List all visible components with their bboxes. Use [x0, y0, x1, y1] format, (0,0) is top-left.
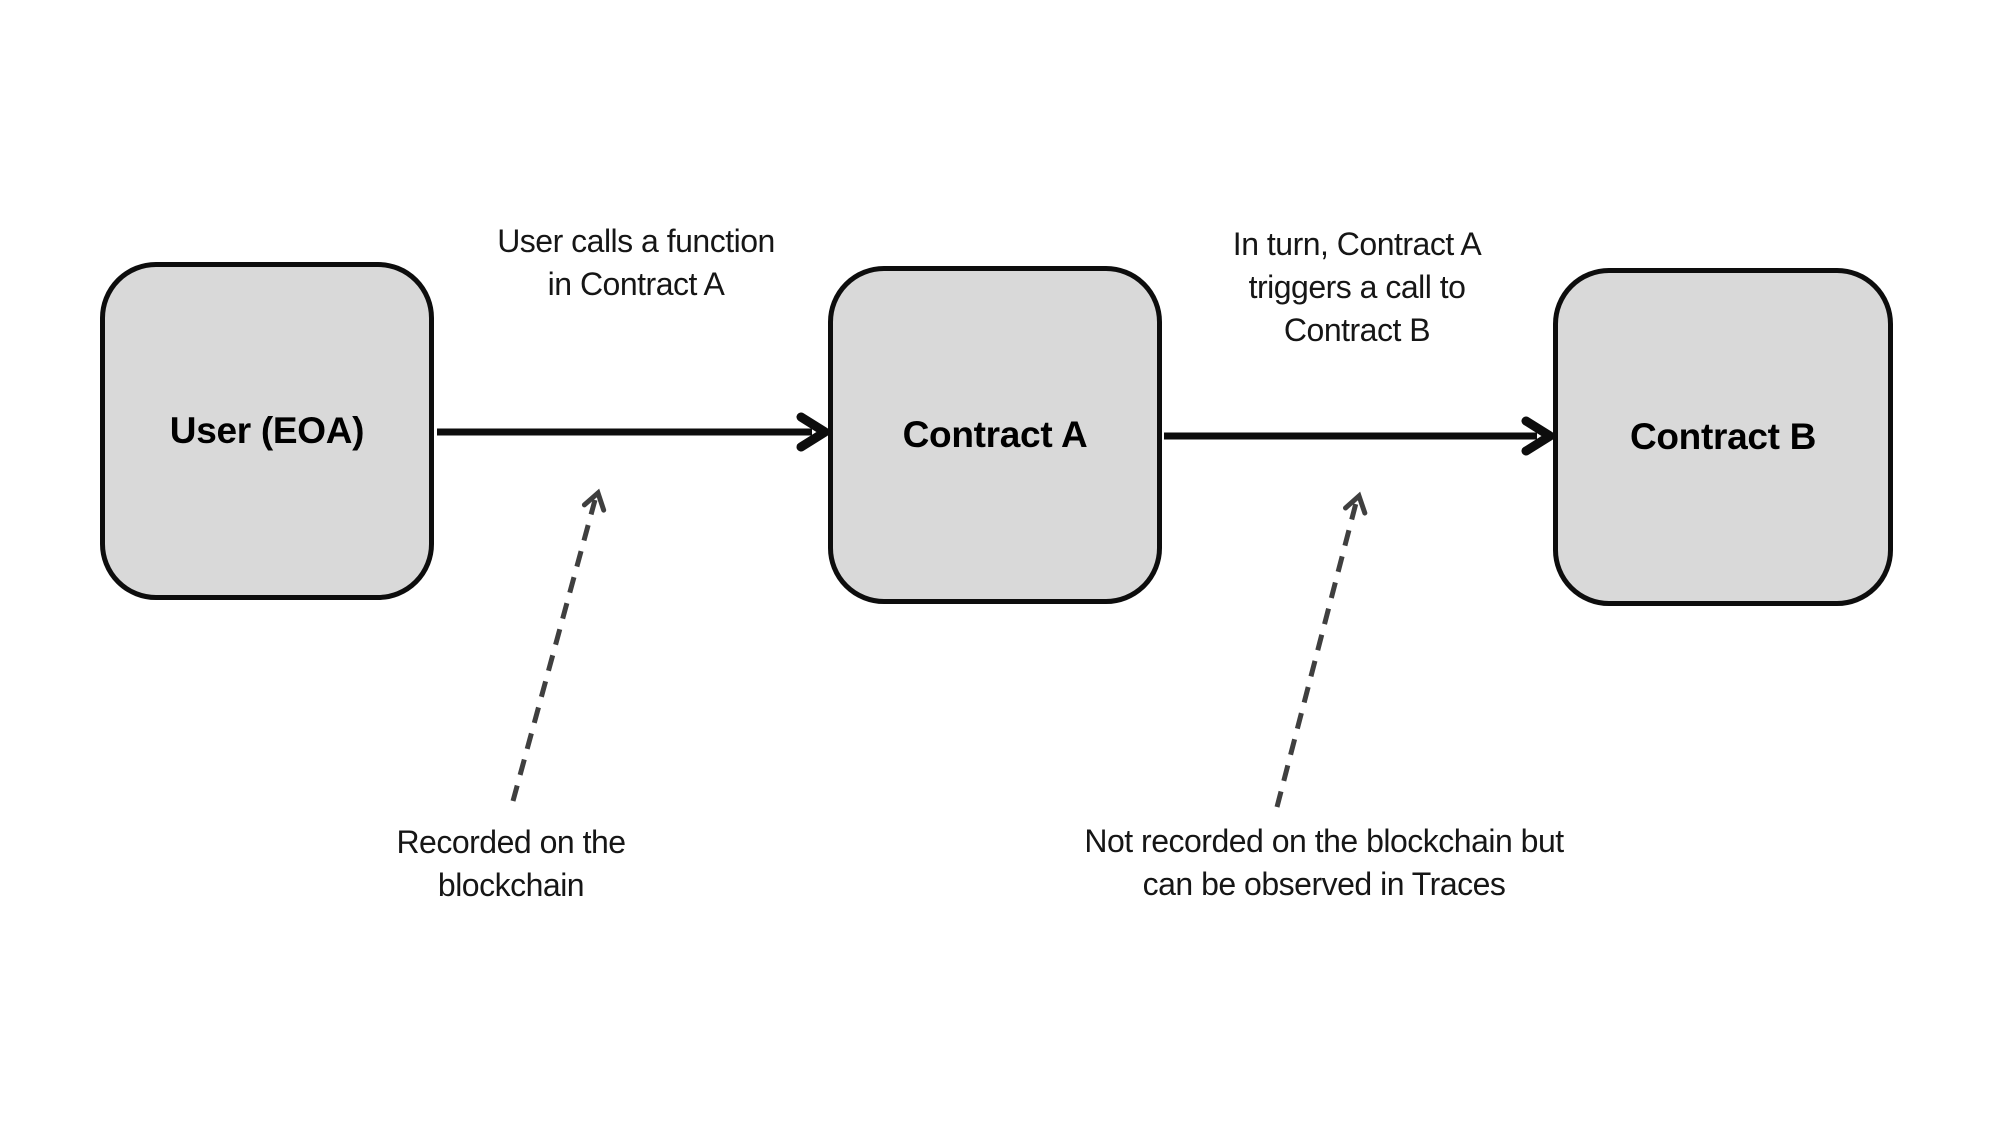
node-user-eoa-label: User (EOA) — [169, 410, 365, 451]
node-contract-a: Contract A — [828, 266, 1162, 604]
node-contract-b-label: Contract B — [1629, 416, 1817, 457]
internal-call-arrow — [1164, 416, 1555, 456]
internal-call-arrowhead-icon — [1521, 416, 1555, 456]
traces-dashed-arrowhead-icon — [1343, 491, 1368, 516]
call-arrow — [437, 412, 830, 452]
node-user-eoa: User (EOA) — [100, 262, 434, 600]
annotation-observed-in-traces: Not recorded on the blockchain but can b… — [1084, 823, 1564, 902]
annotation-recorded-on-blockchain: Recorded on the blockchain — [396, 824, 626, 903]
recorded-dashed-arrow-shaft — [510, 499, 598, 802]
node-contract-b: Contract B — [1553, 268, 1893, 606]
traces-dashed-arrow — [1274, 491, 1368, 808]
edge-label-call: User calls a function in Contract A — [497, 223, 775, 302]
recorded-dashed-arrowhead-icon — [581, 488, 607, 513]
edge-label-internal-call: In turn, Contract A triggers a call to C… — [1232, 226, 1482, 348]
traces-dashed-arrow-shaft — [1274, 502, 1359, 808]
recorded-dashed-arrow — [510, 488, 607, 802]
node-contract-a-label: Contract A — [902, 414, 1088, 455]
call-arrowhead-icon — [796, 412, 830, 452]
